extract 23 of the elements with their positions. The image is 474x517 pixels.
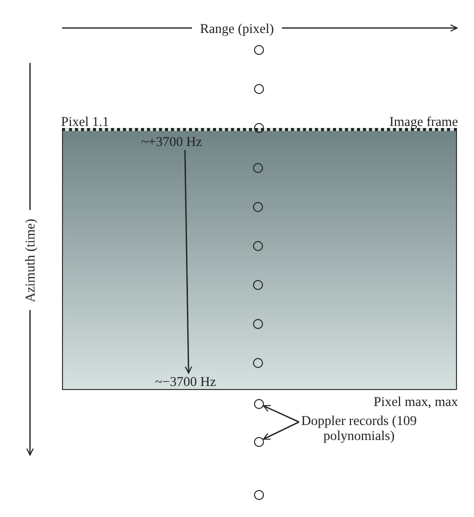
- circle-marker: [253, 162, 263, 172]
- frame-label: Pixel 1.1: [61, 114, 110, 129]
- circle-marker: [253, 240, 263, 250]
- circle-marker: [253, 318, 263, 328]
- leader-line: [262, 405, 300, 423]
- circle-marker: [254, 122, 264, 132]
- frame-label: Image frame: [389, 114, 458, 129]
- circle-marker: [253, 358, 263, 368]
- frequency-label: ~+3700 Hz: [141, 134, 202, 149]
- circle-marker: [254, 398, 264, 408]
- arrow: [184, 150, 192, 374]
- callout-text: Doppler records (109 polynomials): [300, 413, 418, 443]
- circle-marker: [254, 44, 264, 54]
- circle-marker: [254, 84, 264, 94]
- axis-label: Range (pixel): [200, 20, 274, 36]
- frame-label: Pixel max, max: [374, 394, 458, 409]
- circle-marker: [253, 202, 263, 212]
- circle-marker: [253, 280, 263, 290]
- frequency-label: ~−3700 Hz: [155, 374, 216, 389]
- axis-label: Azimuth (time): [22, 218, 38, 302]
- leader-line: [262, 421, 300, 440]
- circle-marker: [254, 490, 264, 500]
- circle-marker: [254, 436, 264, 446]
